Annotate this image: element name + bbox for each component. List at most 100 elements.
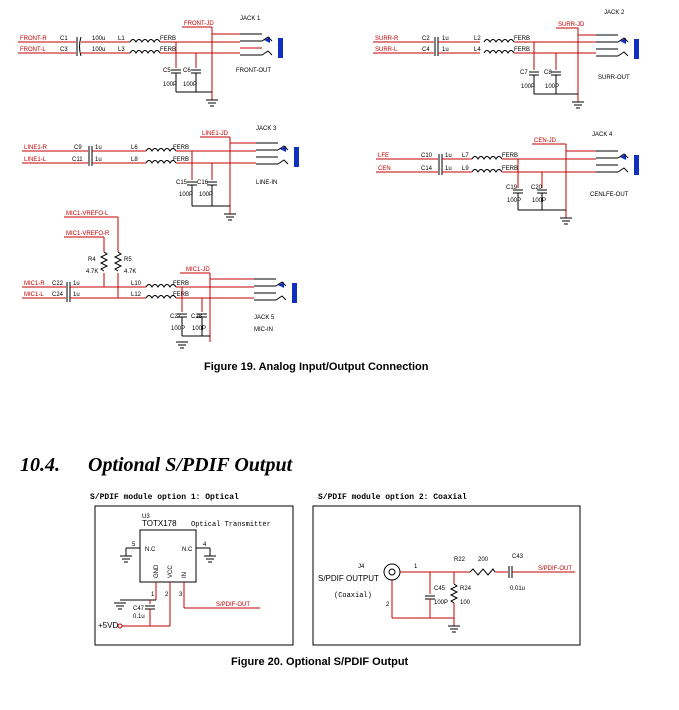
coax-spdif-out-net: S/PDIF-OUT: [538, 566, 572, 572]
surr-c8-label: C8: [544, 70, 552, 76]
u3-ref: U3: [142, 514, 150, 520]
mic-c27-value: 100P: [171, 326, 185, 332]
vcc-5vd-label: +5VD: [98, 621, 118, 630]
cen-c19-value: 100P: [507, 198, 521, 204]
u3-pin1: 1: [151, 592, 155, 598]
u3-pin3: 3: [179, 592, 183, 598]
mic-c28-value: 100P: [192, 326, 206, 332]
u3-vcc: VCC: [168, 565, 174, 578]
surr-ferb-2: FERB: [514, 47, 530, 53]
mic-l10-label: L10: [131, 281, 142, 287]
front-jd-net: FRONT-JD: [184, 21, 214, 27]
line-c11-label: C11: [72, 157, 83, 163]
surr-out-label: SURR-OUT: [598, 75, 630, 81]
cen-c20-label: C20: [531, 185, 543, 191]
front-r-net: FRONT-R: [20, 36, 47, 42]
cenlfe-out-label: CENLFE-OUT: [590, 192, 629, 198]
cenlfe-out-circuit: LFE CEN C10 C14 1u 1u L7 L9 FERB FERB CE…: [376, 132, 640, 225]
coaxial-option: S/PDIF module option 2: Coaxial J4 S/PDI…: [312, 493, 581, 646]
mic-c28-label: C28: [191, 314, 203, 320]
u3-in: IN: [182, 572, 188, 578]
line-c15-label: C15: [176, 180, 188, 186]
u3-nc-left: N.C: [145, 547, 156, 553]
surr-l4-label: L4: [474, 47, 481, 53]
c43-value: 0.01u: [510, 586, 525, 592]
front-c1-label: C1: [60, 36, 68, 42]
cen-ferb-1: FERB: [502, 153, 518, 159]
mic-in-label: MIC-IN: [254, 327, 273, 333]
front-ferb-1: FERB: [160, 36, 176, 42]
line-c16-value: 100P: [199, 192, 213, 198]
surr-c7-label: C7: [520, 70, 528, 76]
c47-value: 0.1u: [133, 614, 145, 620]
line-in-circuit: LINE1-R LINE1-L C9 C11 1u 1u L6 L8 FERB …: [22, 126, 300, 221]
front-c1-value: 100u: [92, 36, 105, 42]
surr-c7-value: 100P: [521, 84, 535, 90]
r22-label: R22: [454, 557, 466, 563]
r24-value: 100: [460, 600, 471, 606]
front-c6-label: C6: [183, 68, 191, 74]
mic-ferb-2: FERB: [173, 292, 189, 298]
coaxial-label: (Coaxial): [334, 592, 372, 600]
mic-in-circuit: MIC1-VREFO-L MIC1-VREFO-R R4 4.7K R5 4.7…: [22, 211, 298, 349]
line-l8-label: L8: [131, 157, 138, 163]
cen-c14-label: C14: [421, 166, 433, 172]
surr-ferb-1: FERB: [514, 36, 530, 42]
mic1-vrefo-r-net: MIC1-VREFO-R: [66, 231, 110, 237]
front-l-net: FRONT-L: [20, 47, 46, 53]
u3-body: [139, 529, 197, 583]
j4-ref: J4: [358, 564, 365, 570]
u3-nc-right: N.C: [182, 547, 193, 553]
coax-box: [312, 505, 581, 646]
cen-c10-value: 1u: [445, 153, 452, 159]
cen-jd-net: CEN-JD: [534, 138, 557, 144]
r22-value: 200: [478, 557, 489, 563]
mic-ferb-1: FERB: [173, 281, 189, 287]
figure20-caption: Figure 20. Optional S/PDIF Output: [231, 656, 409, 668]
coax-title: S/PDIF module option 2: Coaxial: [318, 493, 467, 502]
front-ferb-2: FERB: [160, 47, 176, 53]
mic-r4-label: R4: [88, 257, 96, 263]
optical-transmitter-desc: Optical Transmitter: [191, 521, 271, 529]
u3-pin4: 4: [203, 542, 207, 548]
line-c9-value: 1u: [95, 145, 102, 151]
mic1-jd-net: MIC1-JD: [186, 267, 210, 273]
line-c16-label: C16: [197, 180, 209, 186]
surr-l2-label: L2: [474, 36, 481, 42]
coax-jack: [383, 563, 401, 581]
spdif-output-label: S/PDIF OUTPUT: [318, 574, 379, 583]
surr-c2-value: 1u: [442, 36, 449, 42]
optical-box: [94, 505, 294, 646]
jack4-label: JACK 4: [592, 132, 613, 138]
mic1-vrefo-l-net: MIC1-VREFO-L: [66, 211, 109, 217]
line1-jd-net: LINE1-JD: [202, 131, 229, 137]
mic-c27-label: C27: [170, 314, 182, 320]
surr-r-net: SURR-R: [375, 36, 399, 42]
line-ferb-2: FERB: [173, 157, 189, 163]
line-c9-label: C9: [74, 145, 82, 151]
lfe-net: LFE: [378, 153, 389, 159]
jack3-label: JACK 3: [256, 126, 277, 132]
u3-pin2: 2: [165, 592, 169, 598]
front-c3-label: C3: [60, 47, 68, 53]
mic-r5-value: 4.7K: [124, 269, 136, 275]
c45-value: 100P: [434, 600, 448, 606]
cen-c19-label: C19: [506, 185, 518, 191]
surr-out-circuit: SURR-R SURR-L C2 C4 1u 1u L2 L4 FERB FER…: [373, 10, 640, 109]
optical-spdif-out-net: S/PDIF-OUT: [216, 602, 250, 608]
surr-l-net: SURR-L: [375, 47, 398, 53]
figure19-caption: Figure 19. Analog Input/Output Connectio…: [204, 361, 429, 373]
surr-c8-value: 100P: [545, 84, 559, 90]
cen-ferb-2: FERB: [502, 166, 518, 172]
front-c5-label: C5: [163, 68, 171, 74]
u3-gnd: GND: [154, 564, 160, 578]
line-ferb-1: FERB: [173, 145, 189, 151]
mic-r5-label: R5: [124, 257, 132, 263]
cen-c14-value: 1u: [445, 166, 452, 172]
section-number: 10.4.: [20, 454, 60, 476]
mic-l12-label: L12: [131, 292, 142, 298]
line1-r-net: LINE1-R: [24, 145, 48, 151]
surr-c4-label: C4: [422, 47, 430, 53]
front-c6-value: 100P: [183, 82, 197, 88]
front-out-circuit: FRONT-R FRONT-L C1 C3 100u 100u L1 L3 FE…: [18, 16, 284, 107]
